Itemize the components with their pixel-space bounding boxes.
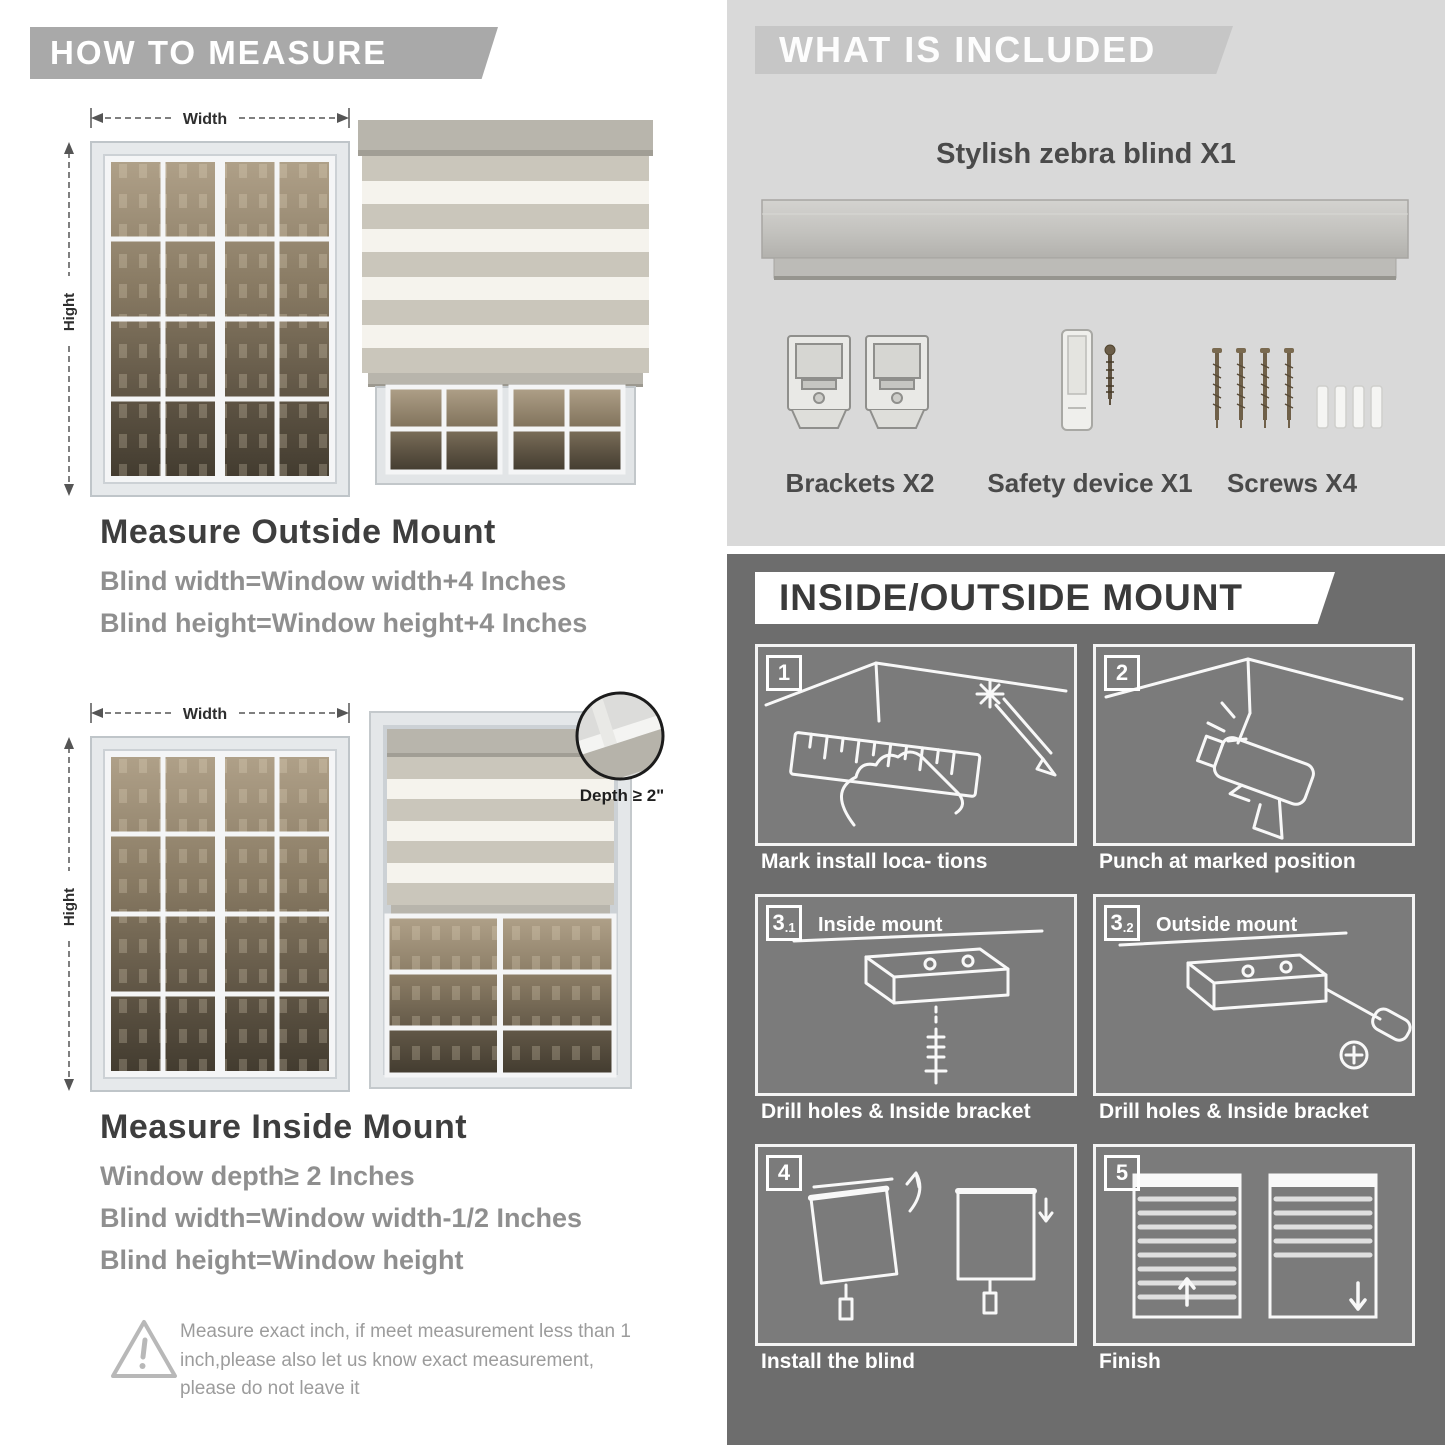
step-5-badge: 5: [1104, 1155, 1140, 1191]
drill-illustration: [1104, 657, 1404, 840]
height-dimension-label: Hight: [61, 293, 78, 331]
depth-label: Depth ≥ 2": [579, 786, 665, 805]
step-4-caption: Install the blind: [761, 1350, 916, 1373]
what-is-included-title: WHAT IS INCLUDED: [779, 29, 1157, 70]
zebra-blind-headrail-image: [761, 199, 1409, 280]
step-3-1-title: Inside mount: [818, 914, 943, 936]
outside-window-diagram: Width Hight: [61, 108, 350, 497]
width-dimension-label: Width: [183, 111, 227, 128]
outside-width-formula: Blind width=Window width+4 Inches: [100, 566, 567, 596]
step-1-badge: 1: [766, 655, 802, 691]
step-3-1-badge: 3.1: [766, 905, 802, 941]
install-blind-illustration: [807, 1171, 1054, 1321]
inside-outside-mount-section: INSIDE/OUTSIDE MOUNT 1: [727, 554, 1445, 1445]
outside-bracket-illustration: [1118, 931, 1412, 1070]
how-to-measure-banner: HOW TO MEASURE: [30, 27, 498, 79]
window-panes: [105, 156, 335, 482]
mark-locations-illustration: [764, 661, 1068, 827]
inside-width-formula: Blind width=Window width-1/2 Inches: [100, 1203, 583, 1233]
step-2-badge: 2: [1104, 655, 1140, 691]
step-2-caption: Punch at marked position: [1099, 850, 1356, 873]
what-is-included-banner: WHAT IS INCLUDED: [755, 26, 1233, 74]
inside-depth-line: Window depth≥ 2 Inches: [100, 1161, 415, 1191]
width-dimension-label: Width: [183, 706, 227, 723]
step-5-caption: Finish: [1099, 1350, 1161, 1373]
warning-triangle-icon: [111, 1320, 177, 1378]
inside-height-formula: Blind height=Window height: [100, 1245, 464, 1275]
inside-outside-mount-title: INSIDE/OUTSIDE MOUNT: [779, 577, 1244, 618]
step-2-panel: 2: [1093, 644, 1415, 846]
finish-illustration: [1132, 1173, 1378, 1319]
step-3-2-panel: 3.2 Outside mount: [1093, 894, 1415, 1096]
zebra-blind-label: Stylish zebra blind X1: [936, 138, 1236, 170]
step-1-caption: Mark install loca- tions: [761, 850, 988, 873]
safety-device-icon: [1061, 329, 1116, 431]
step-4-badge: 4: [766, 1155, 802, 1191]
outside-blind-image: [358, 120, 653, 485]
inside-window-diagram: Width Hight: [61, 703, 350, 1092]
step-3-2-badge: 3.2: [1104, 905, 1140, 941]
outside-height-formula: Blind height=Window height+4 Inches: [100, 608, 588, 638]
step-3-1-caption: Drill holes & Inside bracket: [761, 1100, 1031, 1123]
brackets-label: Brackets X2: [785, 468, 935, 498]
step-3-1-panel: 3.1 Inside mount: [755, 894, 1077, 1096]
brackets-icon: [787, 335, 929, 429]
screws-icon: [1212, 348, 1383, 429]
measure-inside-title: Measure Inside Mount: [100, 1108, 468, 1146]
step-4-panel: 4: [755, 1144, 1077, 1346]
step-3-2-title: Outside mount: [1156, 914, 1298, 936]
how-to-measure-title: HOW TO MEASURE: [50, 34, 388, 71]
step-5-panel: 5: [1093, 1144, 1415, 1346]
height-dimension-label: Hight: [61, 888, 78, 926]
window-panes: [105, 751, 335, 1077]
safety-device-label: Safety device X1: [987, 468, 1193, 498]
inside-bracket-illustration: [792, 929, 1044, 1085]
inside-blind-image: [369, 711, 632, 1089]
measure-warning-text: Measure exact inch, if meet measurement …: [180, 1321, 631, 1399]
screws-label: Screws X4: [1226, 468, 1358, 498]
inside-outside-mount-banner: INSIDE/OUTSIDE MOUNT: [755, 572, 1335, 624]
what-is-included-section: WHAT IS INCLUDED Stylish zebra blind X1: [727, 0, 1445, 546]
measure-outside-title: Measure Outside Mount: [100, 513, 496, 551]
step-1-panel: 1: [755, 644, 1077, 846]
step-3-2-caption: Drill holes & Inside bracket: [1099, 1100, 1369, 1123]
depth-detail-circle: [575, 691, 665, 781]
